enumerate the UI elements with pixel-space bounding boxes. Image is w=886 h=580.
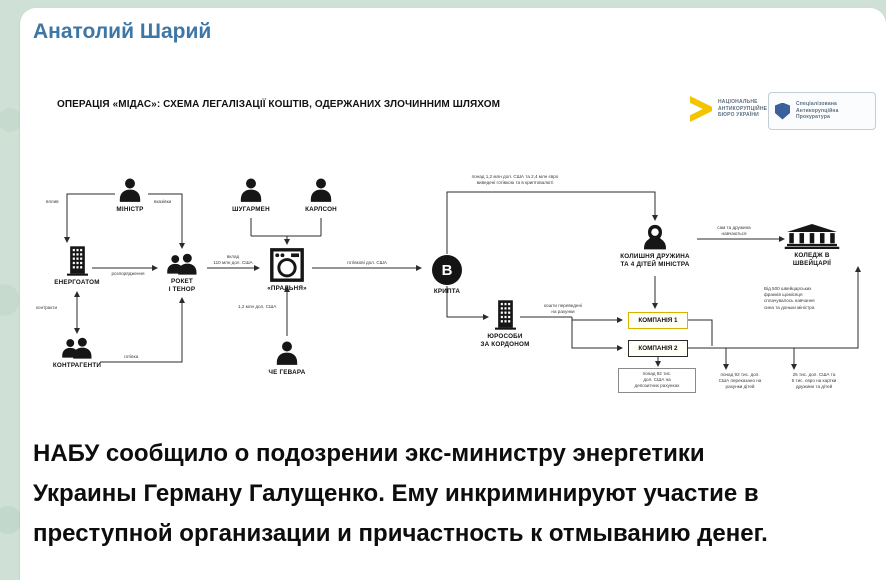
- node-che-gevara: ЧЕ ГЕВАРА: [252, 340, 322, 377]
- edge-label: контракти: [36, 305, 58, 310]
- node-shugarmen: ШУГАРМЕН: [216, 177, 286, 214]
- two-people-icon: [60, 337, 94, 359]
- node-label: КРИПТА: [433, 288, 461, 295]
- sap-logo-text: Спеціалізована Антикорупційна Прокуратур…: [796, 100, 839, 121]
- building-icon: [66, 246, 88, 276]
- company1-box: КОМПАНІЯ 1: [628, 312, 688, 329]
- washing-machine-icon: [270, 248, 304, 282]
- telegram-message-bubble: Анатолий Шарий: [20, 8, 886, 580]
- edge-label: розпорядження: [111, 271, 145, 276]
- edge-label: кошти переведені на рахунки: [543, 303, 583, 315]
- person-icon: [119, 178, 141, 202]
- edge-label: сам та дружина навчаються: [717, 225, 751, 237]
- connector-lines: [64, 191, 861, 370]
- person-icon: [310, 178, 332, 202]
- note-college-tuition: Від 500 швейцарських франків щомісяця сп…: [764, 286, 815, 310]
- note-children-accounts: понад 92 тис. дол. США переказано на рах…: [718, 372, 762, 390]
- node-label: МІНІСТР: [116, 206, 144, 213]
- node-ex-wife: КОЛИШНЯ ДРУЖИНА ТА 4 ДІТЕЙ МІНІСТРА: [617, 224, 693, 269]
- node-label: «ПРАЛЬНЯ»: [267, 285, 307, 292]
- node-college: КОЛЕДЖ В ШВЕЙЦАРІЇ: [770, 224, 854, 268]
- two-people-icon: [165, 253, 199, 275]
- node-label: ЮРОСОБИ ЗА КОРДОНОМ: [480, 333, 530, 349]
- message-caption: НАБУ сообщило о подозрении экс-министру …: [33, 440, 768, 547]
- edge-label: готівка: [124, 354, 139, 359]
- node-kontragenty: КОНТРАГЕНТИ: [42, 337, 112, 370]
- node-label: КОНТРАГЕНТИ: [52, 362, 102, 369]
- building-icon: [494, 300, 516, 330]
- node-roket-tenor: РОКЕТ І ТЕНОР: [147, 253, 217, 294]
- woman-icon: [644, 224, 666, 250]
- edge-label: вказівки: [154, 199, 172, 204]
- sap-shield-icon: [775, 102, 790, 120]
- node-yurosoby: ЮРОСОБИ ЗА КОРДОНОМ: [470, 300, 540, 349]
- node-label: ЧЕ ГЕВАРА: [268, 369, 306, 376]
- edge-label: вклад 110 млн дол. США: [213, 254, 253, 266]
- person-icon: [240, 178, 262, 202]
- channel-name[interactable]: Анатолий Шарий: [33, 20, 212, 43]
- note-deposit: понад 92 тис. дол. США на депозитних рах…: [618, 368, 696, 393]
- company2-box: КОМПАНІЯ 2: [628, 340, 688, 357]
- nabu-logo-text: НАЦІОНАЛЬНЕ АНТИКОРУПЦІЙНЕ БЮРО УКРАЇНИ: [718, 98, 768, 119]
- node-pralnya: «ПРАЛЬНЯ»: [252, 248, 322, 293]
- bitcoin-icon: B: [432, 255, 462, 285]
- node-energoatom: ЕНЕРГОАТОМ: [42, 246, 112, 287]
- node-label: ЕНЕРГОАТОМ: [54, 279, 100, 286]
- diagram-title: ОПЕРАЦІЯ «МІДАС»: СХЕМА ЛЕГАЛІЗАЦІЇ КОШТ…: [57, 99, 501, 110]
- person-icon: [276, 341, 298, 365]
- node-label: КОЛЕДЖ В ШВЕЙЦАРІЇ: [792, 252, 832, 268]
- sap-logo: Спеціалізована Антикорупційна Прокуратур…: [768, 92, 876, 130]
- node-karlson: КАРЛСОН: [286, 177, 356, 214]
- note-cards: 25 тис. дол. США та 5 тис. євро на картк…: [791, 372, 837, 390]
- node-label: ШУГАРМЕН: [232, 206, 270, 213]
- edge-label: 1,2 млн дол. США: [238, 304, 277, 309]
- edge-label: вплив: [46, 199, 59, 204]
- infographic-image[interactable]: ОПЕРАЦІЯ «МІДАС»: СХЕМА ЛЕГАЛІЗАЦІЇ КОШТ…: [20, 72, 886, 440]
- college-building-icon: [784, 224, 840, 249]
- node-label: КАРЛСОН: [305, 206, 337, 213]
- node-minister: МІНІСТР: [95, 177, 165, 214]
- edge-label-top-flow: понад 1,2 млн дол. США та 2,4 млн євро в…: [471, 174, 559, 186]
- nabu-logo-icon: [690, 96, 712, 122]
- node-label: РОКЕТ І ТЕНОР: [168, 278, 196, 294]
- nabu-logo: НАЦІОНАЛЬНЕ АНТИКОРУПЦІЙНЕ БЮРО УКРАЇНИ: [690, 96, 767, 122]
- node-label: КОЛИШНЯ ДРУЖИНА ТА 4 ДІТЕЙ МІНІСТРА: [620, 253, 690, 269]
- node-krypta: B КРИПТА: [412, 255, 482, 296]
- bitcoin-letter: B: [441, 261, 453, 279]
- edge-label: готівкові дол. США: [347, 260, 387, 265]
